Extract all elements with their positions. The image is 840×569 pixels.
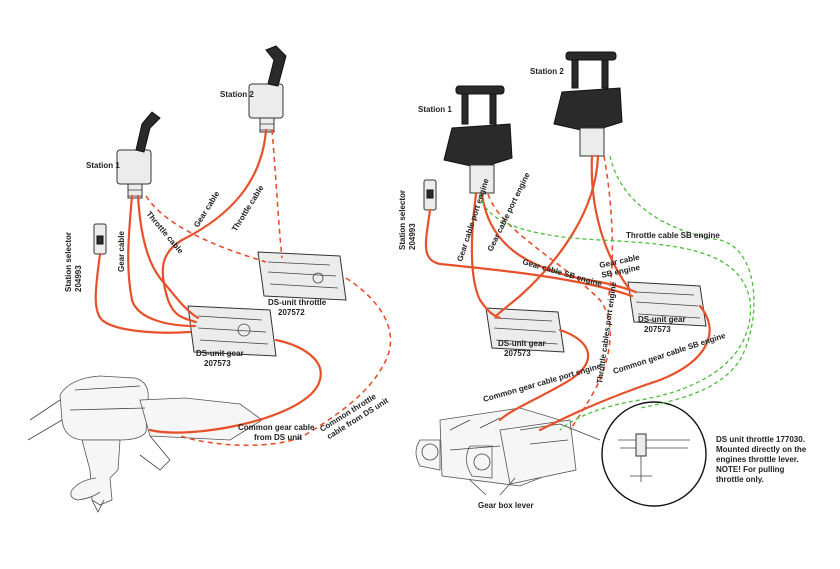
label-station-selector-code-left: 204993 bbox=[74, 265, 83, 292]
station-selector-left[interactable] bbox=[93, 223, 107, 255]
ds-unit-gear-a-right bbox=[627, 281, 707, 327]
ds-throttle-detail-circle bbox=[559, 401, 707, 507]
ds-unit-gear-b-right bbox=[485, 307, 565, 353]
label-ds-note-3-right: engines throttle lever. bbox=[716, 455, 799, 464]
label-common-gear-sb-right: Common gear cable SB engine bbox=[612, 331, 727, 376]
label-station-selector-right: Station selector bbox=[398, 190, 407, 250]
label-station1-left: Station 1 bbox=[86, 161, 120, 170]
ds-unit-throttle-left bbox=[257, 251, 347, 301]
label-gear-cable-left: Gear cable bbox=[192, 189, 222, 229]
outboard-engine-sketch bbox=[27, 375, 263, 513]
label-ds-gear-b-right: DS-unit gear bbox=[498, 339, 546, 348]
label-ds-gear-b-code-right: 207573 bbox=[504, 349, 531, 358]
right-twin-engine-diagram: Station 1 Station 2 Station selector 204… bbox=[398, 51, 807, 510]
label-station1-right: Station 1 bbox=[418, 105, 452, 114]
station-selector-right[interactable] bbox=[423, 179, 437, 211]
label-ds-throttle-left: DS-unit throttle bbox=[268, 298, 327, 307]
label-gear-box-lever-right: Gear box lever bbox=[478, 501, 534, 510]
station1-control-right[interactable] bbox=[443, 85, 513, 194]
left-single-engine-diagram: Station 1 Station 2 Station selector 204… bbox=[27, 45, 392, 513]
station2-control-right[interactable] bbox=[553, 51, 623, 157]
label-station2-left: Station 2 bbox=[220, 90, 254, 99]
label-ds-note-4-right: NOTE! For pulling bbox=[716, 465, 785, 474]
label-ds-note-5-right: throttle only. bbox=[716, 475, 764, 484]
label-station-selector-left: Station selector bbox=[64, 232, 73, 292]
label-gear-cable-vertical-left: Gear cable bbox=[117, 231, 126, 272]
label-common-gear-1-left: Common gear cable bbox=[238, 423, 315, 432]
label-ds-throttle-code-left: 207572 bbox=[278, 308, 305, 317]
label-throttle-cable-2-left: Throttle cable bbox=[230, 183, 266, 233]
label-common-gear-port-right: Common gear cable port engine bbox=[482, 361, 603, 403]
ds-unit-gear-left bbox=[187, 305, 277, 357]
twin-engines-sketch bbox=[415, 407, 577, 487]
label-ds-gear-left: DS-unit gear bbox=[196, 349, 244, 358]
label-ds-gear-a-right: DS-unit gear bbox=[638, 315, 686, 324]
station2-control-left[interactable] bbox=[248, 45, 287, 133]
label-ds-gear-a-code-right: 207573 bbox=[644, 325, 671, 334]
station1-control-left[interactable] bbox=[116, 111, 161, 199]
label-throttle-sb-right: Throttle cable SB engine bbox=[626, 231, 720, 240]
label-station-selector-code-right: 204993 bbox=[408, 223, 417, 250]
label-ds-note-1-right: DS unit throttle 177030. bbox=[716, 435, 805, 444]
label-common-gear-2-left: from DS unit bbox=[254, 433, 302, 442]
label-ds-note-2-right: Mounted directly on the bbox=[716, 445, 807, 454]
label-ds-gear-code-left: 207573 bbox=[204, 359, 231, 368]
label-station2-right: Station 2 bbox=[530, 67, 564, 76]
